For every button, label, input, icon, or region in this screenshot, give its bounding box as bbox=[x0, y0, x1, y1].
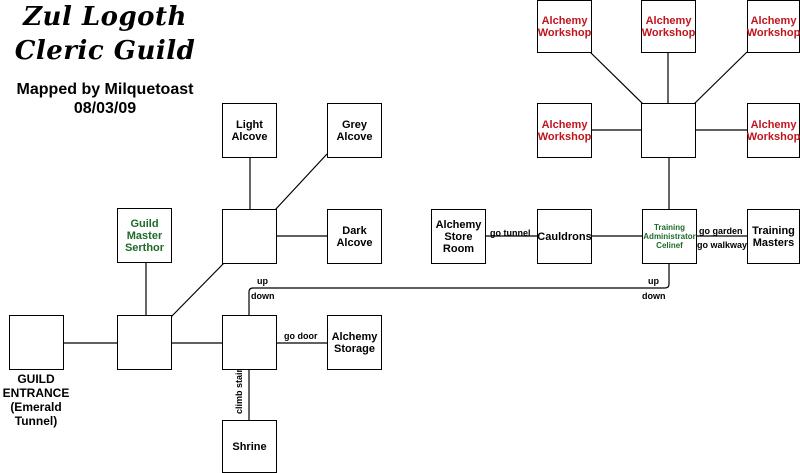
room-alchemy-workshop-4[interactable]: Alchemy Workshop bbox=[537, 103, 592, 158]
room-alcove-hub[interactable] bbox=[222, 209, 277, 264]
room-alchemy-workshop-1[interactable]: Alchemy Workshop bbox=[537, 0, 592, 53]
map-title-line-1: Zul Logoth bbox=[23, 2, 187, 32]
path-hub-grey bbox=[274, 153, 328, 211]
room-stair-hall[interactable] bbox=[222, 315, 277, 370]
room-alchemy-workshop-3[interactable]: Alchemy Workshop bbox=[747, 0, 800, 53]
guild-entrance-label: GUILD ENTRANCE (Emerald Tunnel) bbox=[2, 372, 70, 428]
path-stair-administrator bbox=[248, 262, 670, 316]
exit-go-door: go door bbox=[284, 331, 318, 341]
room-training-administrator[interactable]: Training Administrator Celinef bbox=[642, 209, 697, 264]
room-alchemy-storage[interactable]: Alchemy Storage bbox=[327, 315, 382, 370]
exit-go-garden: go garden bbox=[699, 226, 743, 236]
room-dark-alcove[interactable]: Dark Alcove bbox=[327, 209, 382, 264]
exit-down-left: down bbox=[251, 291, 275, 301]
path-hall-alcovehub bbox=[169, 261, 226, 319]
room-grey-alcove[interactable]: Grey Alcove bbox=[327, 103, 382, 158]
map-credit: Mapped by Milquetoast bbox=[16, 81, 194, 98]
map-title-line-2: Cleric Guild bbox=[14, 36, 196, 66]
room-guild-entrance[interactable] bbox=[9, 315, 64, 370]
exit-go-tunnel: go tunnel bbox=[490, 228, 531, 238]
path-hub-workshop1 bbox=[589, 51, 644, 105]
room-training-masters[interactable]: Training Masters bbox=[747, 209, 800, 264]
room-guild-master[interactable]: Guild Master Serthor bbox=[117, 208, 172, 263]
room-alchemy-workshop-2[interactable]: Alchemy Workshop bbox=[641, 0, 696, 53]
room-workshop-hub[interactable] bbox=[641, 103, 696, 158]
room-alchemy-store-room[interactable]: Alchemy Store Room bbox=[431, 209, 486, 264]
room-guild-hall[interactable] bbox=[117, 315, 172, 370]
exit-up-right: up bbox=[648, 276, 659, 286]
room-light-alcove[interactable]: Light Alcove bbox=[222, 103, 277, 158]
exit-go-walkway: go walkway bbox=[697, 240, 748, 250]
exit-down-right: down bbox=[642, 291, 666, 301]
room-alchemy-workshop-5[interactable]: Alchemy Workshop bbox=[747, 103, 800, 158]
exit-up-left: up bbox=[257, 276, 268, 286]
exit-climb-stair: climb stair bbox=[234, 368, 244, 414]
room-shrine[interactable]: Shrine bbox=[222, 420, 277, 473]
room-cauldrons[interactable]: Cauldrons bbox=[537, 209, 592, 264]
map-date: 08/03/09 bbox=[73, 100, 137, 117]
path-hub-workshop3 bbox=[693, 51, 748, 105]
